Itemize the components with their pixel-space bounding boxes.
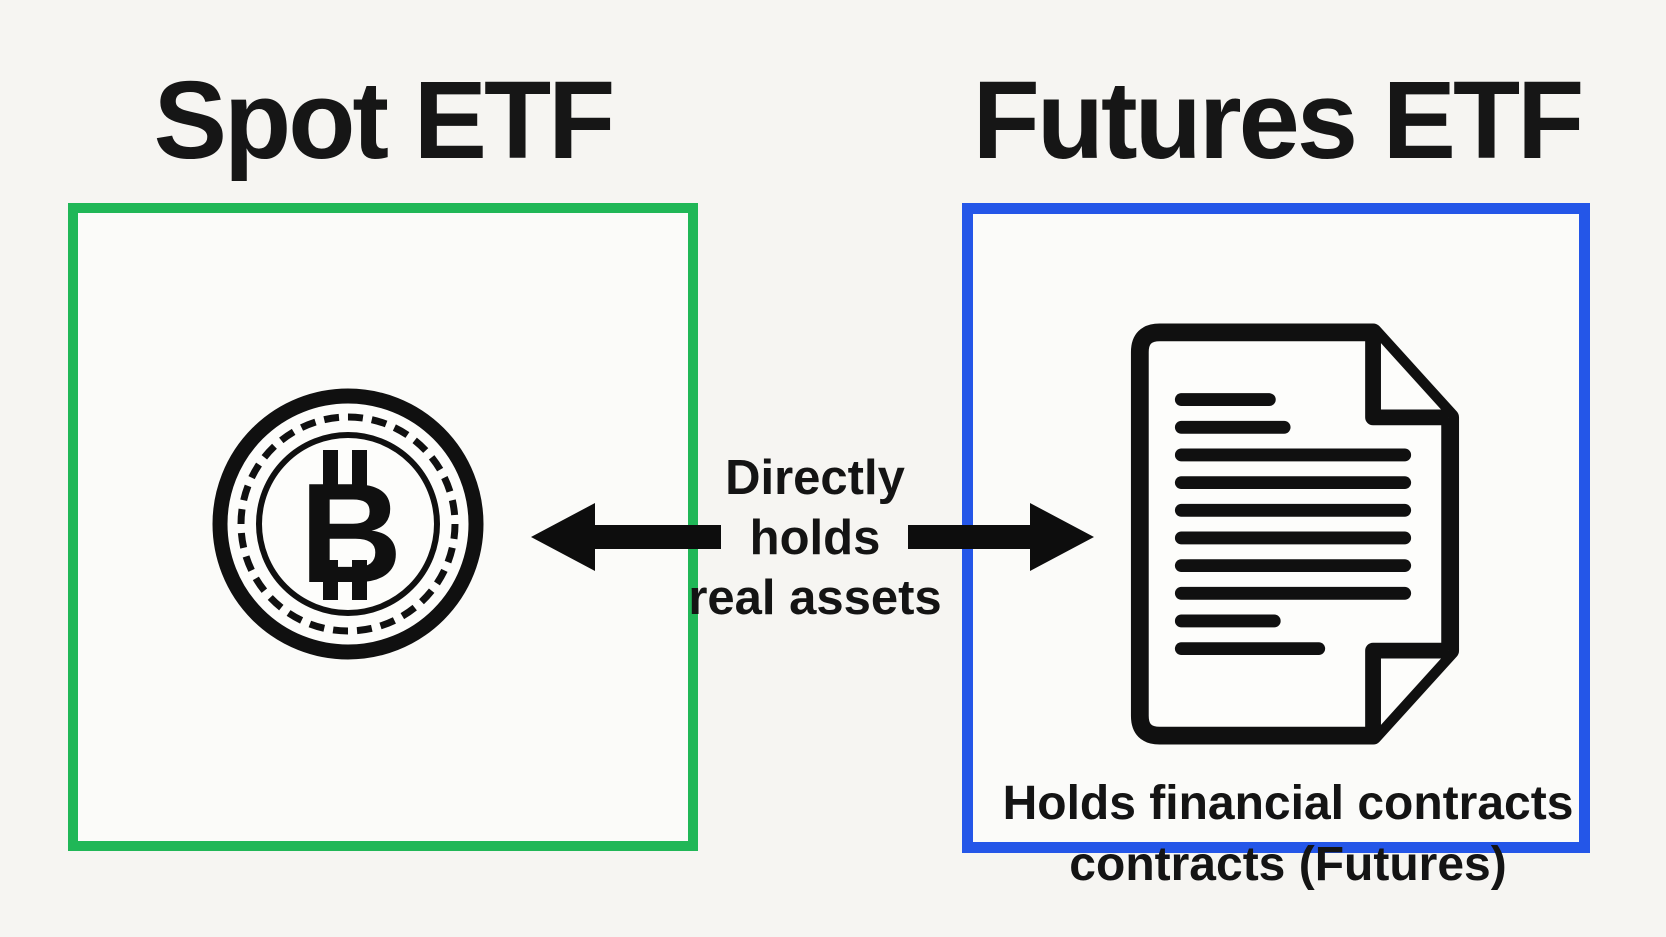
bitcoin-prong-top-left: [323, 450, 338, 490]
spot-etf-title: Spot ETF: [153, 59, 616, 182]
left-arrow-shape: [531, 503, 721, 571]
futures-caption-line2: contracts (Futures): [1069, 838, 1507, 891]
document-icon: [1126, 318, 1462, 750]
connector-label-line3: real assets: [688, 571, 942, 625]
bitcoin-prong-bottom-left: [323, 560, 338, 600]
bitcoin-b-symbol: B: [300, 454, 403, 613]
futures-etf-title: Futures ETF: [972, 59, 1585, 182]
bitcoin-prong-bottom-right: [352, 560, 367, 600]
document-text-lines: [1174, 393, 1412, 656]
left-arrow-icon: [531, 503, 721, 571]
document-svg: [1130, 323, 1460, 745]
connector-label-line1: Directly: [725, 451, 905, 505]
coin-dashed-ring: [237, 413, 459, 635]
coin-inner-ring: [256, 432, 440, 616]
bitcoin-coin-icon: B: [212, 388, 484, 660]
futures-caption-line1: Holds financial contracts: [1002, 777, 1574, 830]
futures-caption: Holds financial contracts contracts (Fut…: [948, 773, 1628, 895]
connector-label-line2: holds: [749, 511, 881, 565]
right-arrow-shape: [908, 503, 1094, 571]
bitcoin-prong-top-right: [352, 450, 367, 490]
connector-label: Directly holds real assets: [640, 448, 990, 628]
right-arrow-icon: [908, 503, 1094, 571]
bitcoin-coin-svg: B: [212, 388, 484, 660]
